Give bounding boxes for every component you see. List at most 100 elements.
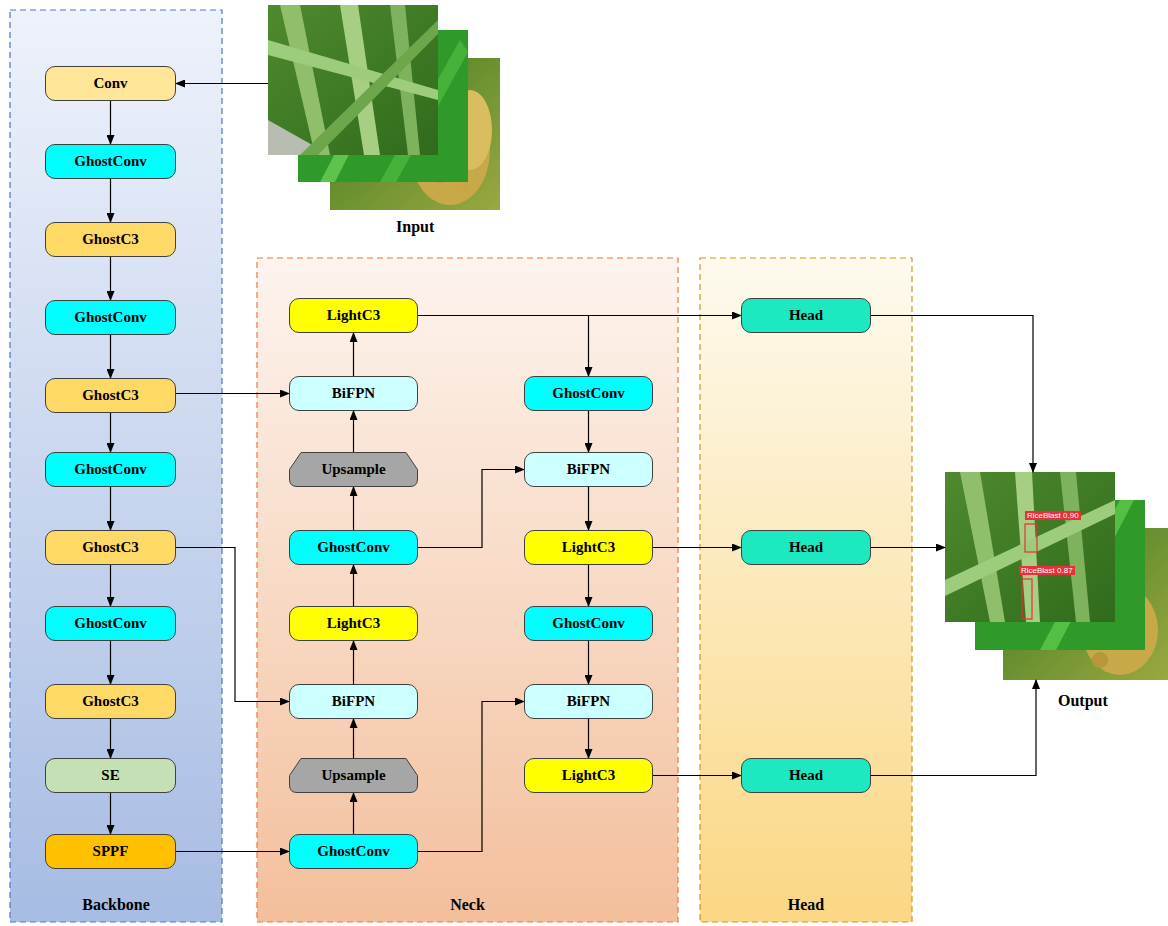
- block-label: Upsample: [321, 461, 385, 478]
- conv-block: Conv: [45, 66, 176, 101]
- block-label: GhostConv: [552, 615, 625, 632]
- block-label: SPPF: [93, 843, 129, 860]
- region: HeadHeadHeadHead: [700, 258, 912, 922]
- block-label: Conv: [93, 75, 127, 92]
- photo: [945, 472, 1115, 622]
- neck-region: [257, 258, 678, 922]
- detection-tag: RiceBlast 0.87: [1019, 566, 1075, 575]
- connector-arrow: [588, 487, 589, 530]
- connector-arrow: [418, 315, 741, 316]
- lightc3-block: LightC3: [289, 606, 418, 641]
- connector-arrow: [176, 548, 289, 702]
- block-label: GhostConv: [317, 539, 390, 556]
- backbone-region: [10, 10, 222, 922]
- upsample-outline: [290, 759, 418, 793]
- block-label: BiFPN: [332, 385, 375, 402]
- bifpn-block: BiFPN: [524, 684, 653, 719]
- upsample-block: Upsample: [289, 758, 418, 793]
- head-block: Head: [741, 298, 871, 333]
- connector-arrow: [110, 335, 111, 378]
- lightc3-block: LightC3: [289, 298, 418, 333]
- head-block: Head: [741, 530, 871, 565]
- connector-arrow: [353, 411, 354, 452]
- bifpn-block: BiFPN: [289, 376, 418, 411]
- ghostconv-block: GhostConv: [524, 376, 653, 411]
- ghostconv-block: GhostConv: [289, 834, 418, 869]
- region: BackboneConvGhostConvGhostC3GhostConvGho…: [10, 10, 222, 922]
- connector-arrow: [353, 487, 354, 530]
- head-region: [700, 258, 912, 922]
- connector-arrow: [110, 641, 111, 684]
- connector-arrow: [418, 316, 589, 377]
- image-stack: Input: [268, 5, 500, 210]
- block-label: LightC3: [327, 615, 380, 632]
- detection-tag: RiceBlast 0.90: [1025, 511, 1081, 520]
- ghostc3-block: GhostC3: [45, 684, 176, 719]
- block-label: GhostConv: [74, 309, 147, 326]
- block-label: Head: [789, 767, 823, 784]
- block-label: GhostConv: [74, 615, 147, 632]
- region-ground: [10, 10, 912, 922]
- detection-box: [1022, 579, 1032, 619]
- lightc3-block: LightC3: [524, 758, 653, 793]
- group-title: Head: [700, 896, 912, 914]
- block-label: GhostC3: [82, 693, 139, 710]
- connector-arrow: [871, 680, 1036, 776]
- group-title: Input: [396, 218, 434, 236]
- block-label: LightC3: [327, 307, 380, 324]
- ghostc3-block: GhostC3: [45, 378, 176, 413]
- ghostc3-block: GhostC3: [45, 530, 176, 565]
- connector-arrow: [588, 641, 589, 684]
- block-label: Head: [789, 539, 823, 556]
- output-images: [945, 472, 1168, 680]
- block-label: GhostC3: [82, 539, 139, 556]
- ghostc3-block: GhostC3: [45, 222, 176, 257]
- bifpn-block: BiFPN: [289, 684, 418, 719]
- detection-box: [1025, 524, 1037, 552]
- block-label: GhostConv: [74, 461, 147, 478]
- ghostconv-block: GhostConv: [45, 144, 176, 179]
- connector-arrow: [588, 719, 589, 758]
- ghostconv-block: GhostConv: [524, 606, 653, 641]
- group-title: Output: [1058, 692, 1108, 710]
- group-title: Backbone: [10, 896, 222, 914]
- connector-arrow: [653, 775, 741, 776]
- connector-arrow: [110, 101, 111, 144]
- connector-arrow: [110, 565, 111, 606]
- connector-arrow: [353, 793, 354, 834]
- block-label: Head: [789, 307, 823, 324]
- block-label: GhostConv: [552, 385, 625, 402]
- region: NeckLightC3BiFPNUpsampleGhostConvLightC3…: [257, 258, 678, 922]
- connector-arrow: [353, 565, 354, 606]
- connector-arrow: [588, 411, 589, 452]
- connector-arrow: [871, 547, 945, 548]
- connector-arrow: [176, 393, 289, 394]
- sppf-block: SPPF: [45, 834, 176, 869]
- block-label: GhostC3: [82, 387, 139, 404]
- leaf: [268, 5, 438, 155]
- block-label: LightC3: [562, 767, 615, 784]
- ghostconv-block: GhostConv: [289, 530, 418, 565]
- connector-arrow: [418, 470, 524, 548]
- upsample-block: Upsample: [289, 452, 418, 487]
- connector-arrow: [110, 257, 111, 300]
- block-label: GhostC3: [82, 231, 139, 248]
- input-images: [268, 5, 500, 210]
- head-block: Head: [741, 758, 871, 793]
- connector-arrow: [588, 565, 589, 606]
- connector-arrow: [176, 851, 289, 852]
- upsample-outline: [290, 453, 418, 487]
- ghostconv-block: GhostConv: [45, 452, 176, 487]
- block-label: SE: [101, 767, 119, 784]
- block-label: GhostConv: [74, 153, 147, 170]
- bifpn-block: BiFPN: [524, 452, 653, 487]
- block-label: BiFPN: [332, 693, 375, 710]
- connector-arrow: [353, 719, 354, 758]
- photo: [268, 5, 438, 155]
- image-stack: Output: [945, 472, 1168, 680]
- connector-arrow: [353, 641, 354, 684]
- block-label: BiFPN: [567, 461, 610, 478]
- lightc3-block: LightC3: [524, 530, 653, 565]
- se-block: SE: [45, 758, 176, 793]
